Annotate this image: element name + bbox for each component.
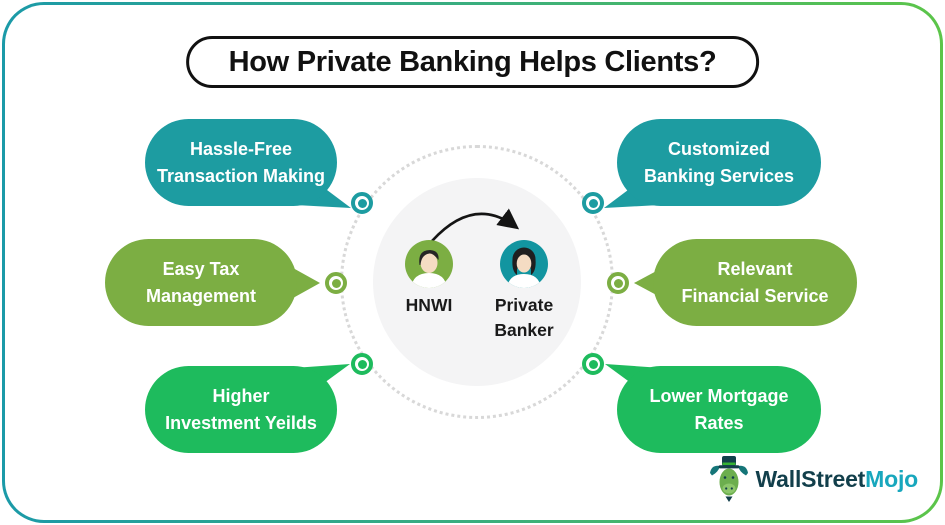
bubble-relevant-financial: Relevant Financial Service [653,239,857,326]
bubble-higher-investment: Higher Investment Yeilds [145,366,337,453]
bubble-lower-mortgage: Lower Mortgage Rates [617,366,821,453]
connector-dot-right-top [582,192,604,214]
logo-text-secondary: Mojo [865,465,918,492]
center-circle [373,178,581,386]
connector-dot-left-top [351,192,373,214]
logo-wordmark: WallStreetMojo [755,465,919,493]
hnwi-avatar-icon [405,240,453,288]
wallstreetmojo-logo: WallStreetMojo [709,456,918,502]
connector-dot-left-middle [325,272,347,294]
hnwi-label: HNWI [405,295,453,315]
logo-text-primary: WallStreet [755,465,866,492]
page-title: How Private Banking Helps Clients? [185,36,760,88]
bubble-customized-banking: Customized Banking Services [617,119,821,206]
private-banker-avatar-icon [500,240,548,288]
connector-dot-right-bottom [582,353,604,375]
connector-dot-right-middle [607,272,629,294]
infographic-canvas: How Private Banking Helps Clients? Hassl… [5,5,940,520]
private-banker-label: Private Banker [494,295,554,340]
bull-mascot-icon [709,456,748,502]
bubble-tail-easy-tax [293,268,320,298]
bubble-hassle-free: Hassle-Free Transaction Making [145,119,337,206]
connector-dot-left-bottom [351,353,373,375]
bubble-easy-tax: Easy Tax Management [105,239,297,326]
